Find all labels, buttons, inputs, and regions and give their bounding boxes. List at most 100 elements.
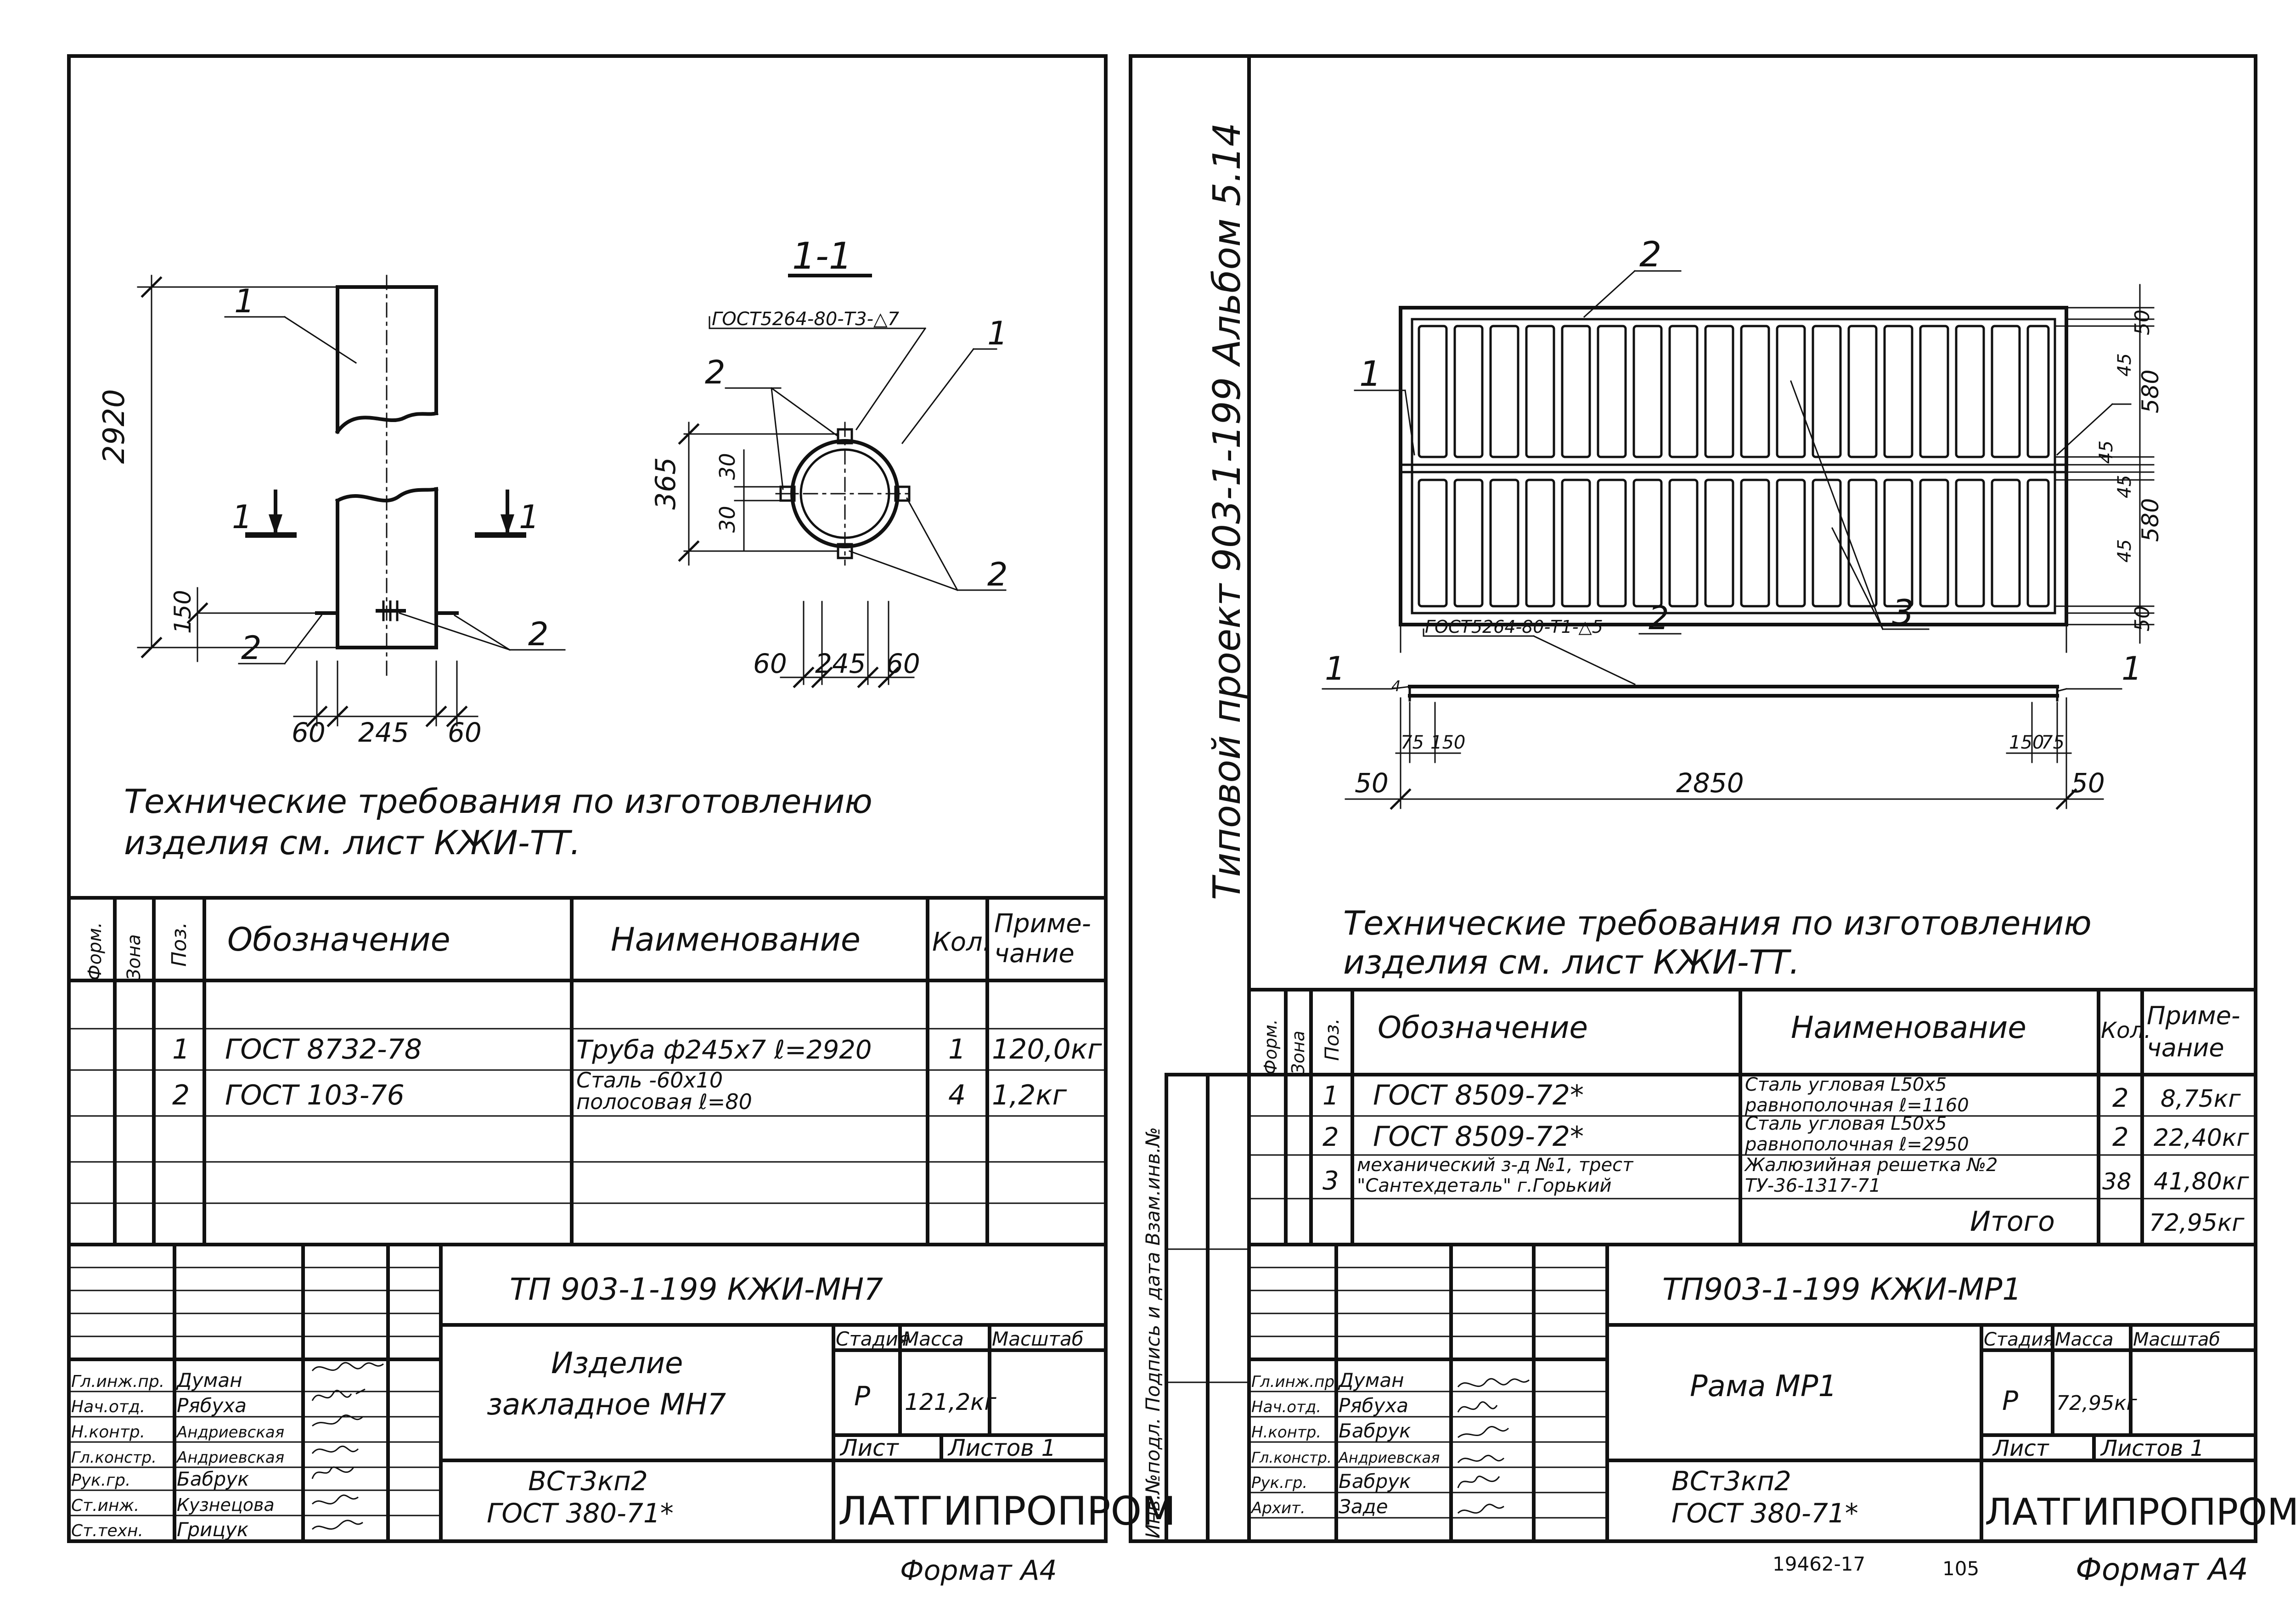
r-person-role: Гл.инж.пр. [1251, 1373, 1339, 1391]
right-stamp-people: Гл.инж.пр. Думан Нач.отд. Рябуха Н.контр… [1250, 1369, 1440, 1518]
lh-designation: Обозначение [227, 921, 450, 958]
lh-qty: Кол. [932, 927, 991, 957]
left-stamp-sheet-h: Лист [839, 1435, 900, 1461]
r-row2-pos: 2 [1322, 1122, 1339, 1152]
left-title-block [67, 1243, 1108, 1543]
r-row3-pos: 3 [1322, 1166, 1339, 1196]
r-row3-qty: 38 [2102, 1168, 2132, 1195]
l-row1-pos: 1 [172, 1033, 190, 1065]
r-person-role: Н.контр. [1251, 1423, 1321, 1442]
rh-note-1: Приме- [2147, 1001, 2240, 1030]
sec-dim-w1: 60 [753, 648, 787, 679]
right-tech-req-line1: Технические требования по изготовлению [1343, 904, 2092, 942]
r-person-role: Рук.гр. [1251, 1474, 1307, 1492]
r-row3-designation2: "Сантехдеталь" г.Горький [1357, 1175, 1612, 1196]
rh-pos: Поз. [1321, 1018, 1343, 1061]
page-number: 105 [1942, 1557, 1979, 1580]
l-row1-name: Труба ф245х7 ℓ=2920 [576, 1035, 872, 1065]
sec-dim-w2: 245 [815, 648, 866, 679]
right-stamp-scale-h: Масштаб [2133, 1329, 2220, 1350]
sec-dim-365: 365 [650, 457, 682, 510]
left-stamp-org: ЛАТГИПРОПРОМ [838, 1488, 1176, 1534]
left-stamp-material1: ВСт3кп2 [528, 1465, 648, 1497]
right-stamp-material1: ВСт3кп2 [1671, 1465, 1791, 1497]
rh-form: Форм. [1261, 1019, 1281, 1075]
left-stamp-stage-h: Стадия [836, 1328, 910, 1350]
r-person-name: Заде [1339, 1495, 1388, 1518]
sec-dim-w3: 60 [886, 648, 920, 679]
sec-callout-1: 1 [987, 315, 1008, 352]
r-total-label: Итого [1970, 1206, 2055, 1238]
r-person-role: Гл.констр. [1251, 1449, 1332, 1466]
left-section-view [678, 274, 1007, 688]
plan-dim-c: 45 [2096, 440, 2117, 464]
right-stamp-sheets-h: Листов 1 [2100, 1436, 2204, 1461]
right-stamp-material2: ГОСТ 380-71* [1671, 1498, 1858, 1529]
r-row3-name2: ТУ-36-1317-71 [1745, 1175, 1881, 1196]
lh-name: Наименование [611, 921, 861, 958]
right-plan-view [1354, 270, 2155, 653]
left-tech-req-line2: изделия см. лист КЖИ-ТТ. [124, 823, 580, 862]
l-person-name: Рябуха [177, 1394, 247, 1417]
l-person-name: Андриевская [176, 1448, 284, 1467]
l-person-role: Рук.гр. [71, 1471, 130, 1490]
lh-note-1: Приме- [994, 909, 1091, 939]
l-person-role: Ст.инж. [71, 1496, 139, 1515]
dim-w3: 60 [448, 717, 482, 748]
l-person-role: Гл.констр. [71, 1448, 157, 1467]
r-row2-name2: равнополочная ℓ=2950 [1745, 1134, 1969, 1155]
dim-height-2920: 2920 [97, 389, 131, 464]
left-elevation-view [137, 275, 566, 727]
side-callout-2: 2 [1649, 599, 1669, 637]
r-total-value: 72,95кг [2149, 1209, 2245, 1237]
dim-w1: 60 [292, 717, 326, 748]
l-person-role: Нач.отд. [71, 1397, 145, 1416]
left-format: Формат А4 [900, 1555, 1057, 1587]
left-stamp-scale-h: Масштаб [992, 1328, 1084, 1350]
side-dim-b: 150 [1430, 732, 1465, 753]
plan-dim-d: 45 [2114, 475, 2135, 498]
l-person-name: Грицук [177, 1518, 249, 1541]
plan-dim-top: 50 [2131, 310, 2154, 335]
sec-dim-30b: 30 [715, 506, 740, 533]
left-tech-req-line1: Технические требования по изготовлению [124, 782, 872, 821]
left-stamp-title2: закладное МН7 [487, 1388, 726, 1422]
rh-name: Наименование [1791, 1010, 2026, 1045]
grating-cells-top [1418, 325, 2050, 458]
l-row2-note: 1,2кг [992, 1079, 1067, 1111]
right-stamp-title1: Рама МР1 [1690, 1369, 1837, 1403]
left-weld-label: ГОСТ5264-80-Т3-△7 [712, 309, 900, 330]
l-row2-designation: ГОСТ 103-76 [225, 1079, 405, 1111]
right-stamp-mass: 72,95кг [2056, 1392, 2138, 1415]
side-dim-right: 50 [2071, 767, 2105, 799]
archive-number: 19462-17 [1773, 1553, 1865, 1575]
l-person-name: Андриевская [176, 1423, 284, 1442]
left-stamp-mass-h: Масса [902, 1328, 964, 1350]
sheet-frames [67, 54, 2257, 1543]
left-stamp-sheets-h: Листов 1 [947, 1435, 1056, 1461]
plan-dim-f: 45 [2114, 539, 2135, 563]
l-person-role: Гл.инж.пр. [71, 1372, 164, 1391]
lh-zone: Зона [124, 934, 145, 980]
r-person-role: Нач.отд. [1251, 1398, 1321, 1416]
right-title-block [1247, 1243, 2257, 1543]
right-stamp-mass-h: Масса [2055, 1329, 2114, 1350]
r-row2-name: Сталь угловая L50х5 [1745, 1113, 1947, 1134]
plan-dim-a: 45 [2114, 353, 2135, 377]
r-person-name: Думан [1338, 1369, 1404, 1392]
left-stamp-title1: Изделие [551, 1346, 683, 1380]
dim-w2: 245 [358, 717, 409, 748]
sec-callout-2b: 2 [987, 556, 1008, 593]
r-row1-note: 8,75кг [2161, 1085, 2241, 1113]
l-row1-qty: 1 [948, 1033, 966, 1065]
plan-callout-1: 1 [1359, 353, 1381, 394]
r-row1-designation: ГОСТ 8509-72* [1373, 1079, 1584, 1111]
right-stamp-stage-h: Стадия [1984, 1329, 2054, 1350]
right-side-view [1322, 628, 2122, 810]
r-row3-note: 41,80кг [2154, 1168, 2249, 1195]
section-mark-left: 1 [232, 498, 253, 536]
plan-callout-3: 3 [1892, 592, 1914, 633]
l-row1-note: 120,0кг [992, 1033, 1102, 1065]
side-callout-1: 1 [1325, 650, 1345, 687]
grating-cells-bottom [1418, 479, 2050, 608]
